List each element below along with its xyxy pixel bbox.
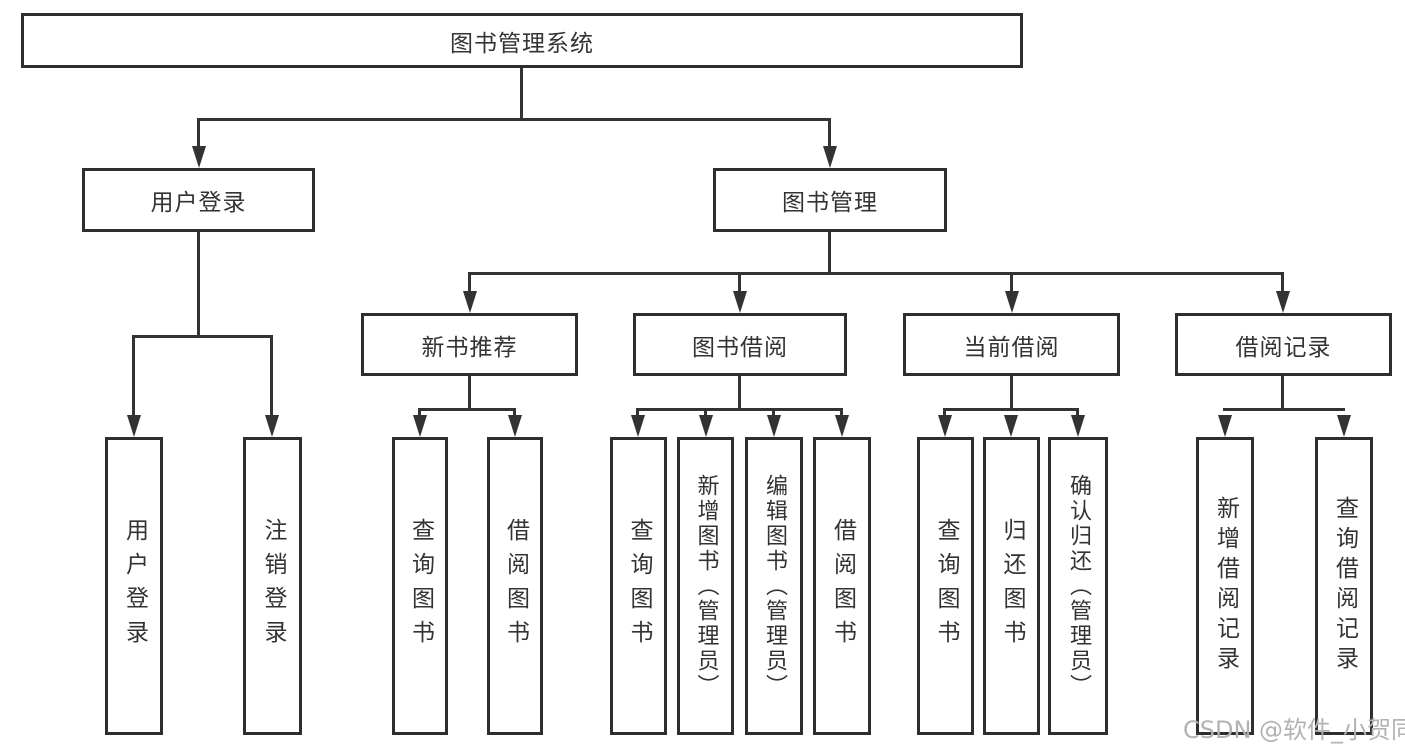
leaf-label: 查询借阅记录 bbox=[1331, 496, 1358, 676]
arrow-down-icon bbox=[265, 415, 279, 437]
arrow-down-icon bbox=[733, 291, 747, 313]
arrow-down-icon bbox=[823, 146, 837, 168]
leaf-logout: 注销登录 bbox=[243, 437, 302, 735]
node-new-book-recommend: 新书推荐 bbox=[361, 313, 578, 376]
arrow-down-icon bbox=[1218, 415, 1232, 437]
arrow-down-icon bbox=[1005, 291, 1019, 313]
arrow-down-icon bbox=[767, 415, 781, 437]
leaf-edit-books-admin: 编辑图书（管理员） bbox=[745, 437, 803, 735]
leaf-label: 查询图书 bbox=[933, 518, 959, 654]
connector-book-mgmt-down bbox=[828, 232, 831, 274]
connector-stub bbox=[197, 119, 200, 148]
leaf-query-books-borrow: 查询图书 bbox=[610, 437, 667, 735]
leaf-confirm-return-admin: 确认归还（管理员） bbox=[1048, 437, 1108, 735]
arrow-down-icon bbox=[192, 146, 206, 168]
connector-stub bbox=[468, 273, 471, 293]
arrow-down-icon bbox=[463, 291, 477, 313]
leaf-borrow-books-recommend: 借阅图书 bbox=[487, 437, 543, 735]
node-borrowing-records: 借阅记录 bbox=[1175, 313, 1392, 376]
leaf-label: 查询图书 bbox=[407, 518, 434, 654]
leaf-label: 查询图书 bbox=[626, 518, 652, 654]
arrow-down-icon bbox=[127, 415, 141, 437]
leaf-label: 借阅图书 bbox=[829, 518, 856, 654]
connector-stub bbox=[1281, 273, 1284, 293]
node-current-borrowing: 当前借阅 bbox=[903, 313, 1120, 376]
connector-user-login-down bbox=[197, 232, 200, 337]
connector-stub bbox=[828, 119, 831, 148]
arrow-down-icon bbox=[1276, 291, 1290, 313]
arrow-down-icon bbox=[1337, 415, 1351, 437]
node-user-login: 用户登录 bbox=[82, 168, 315, 232]
leaf-borrow-books: 借阅图书 bbox=[813, 437, 871, 735]
leaf-return-books: 归还图书 bbox=[983, 437, 1040, 735]
connector-stub bbox=[1010, 273, 1013, 293]
connector-stub bbox=[704, 409, 707, 418]
connector-down bbox=[738, 376, 741, 410]
arrow-down-icon bbox=[699, 415, 713, 437]
connector-down bbox=[468, 376, 471, 410]
node-book-borrowing: 图书借阅 bbox=[633, 313, 847, 376]
connector-stub bbox=[418, 409, 421, 418]
arrow-down-icon bbox=[631, 415, 645, 437]
connector-stub bbox=[1076, 409, 1079, 418]
leaf-query-books-recommend: 查询图书 bbox=[392, 437, 448, 735]
arrow-down-icon bbox=[1004, 415, 1018, 437]
connector-stub bbox=[132, 336, 135, 417]
connector-stub bbox=[513, 409, 516, 418]
connector-stub bbox=[943, 409, 946, 418]
arrow-down-icon bbox=[1071, 415, 1085, 437]
connector-stub bbox=[840, 409, 843, 418]
connector-level3-branch bbox=[468, 272, 1284, 275]
connector-stub bbox=[270, 336, 273, 417]
arrow-down-icon bbox=[938, 415, 952, 437]
connector-branch bbox=[636, 408, 843, 411]
connector-level2-branch bbox=[197, 118, 831, 121]
connector-branch bbox=[418, 408, 516, 411]
connector-down bbox=[1281, 376, 1284, 410]
watermark: CSDN @软件_小贺同学 bbox=[1183, 716, 1405, 744]
leaf-query-borrow-record: 查询借阅记录 bbox=[1315, 437, 1373, 735]
connector-stub bbox=[738, 273, 741, 293]
leaf-label: 新增图书（管理员） bbox=[693, 473, 719, 699]
connector-branch bbox=[943, 408, 1079, 411]
leaf-label: 编辑图书（管理员） bbox=[762, 473, 787, 699]
leaf-query-books-current: 查询图书 bbox=[917, 437, 974, 735]
leaf-add-borrow-record: 新增借阅记录 bbox=[1196, 437, 1254, 735]
leaf-label: 用户登录 bbox=[121, 518, 148, 654]
connector-root-down bbox=[520, 68, 523, 120]
node-book-management: 图书管理 bbox=[713, 168, 947, 232]
leaf-label: 归还图书 bbox=[999, 518, 1025, 654]
connector-stub bbox=[636, 409, 639, 418]
arrow-down-icon bbox=[508, 415, 522, 437]
connector-down bbox=[1010, 376, 1013, 410]
connector-branch bbox=[1223, 408, 1345, 411]
leaf-label: 注销登录 bbox=[260, 518, 286, 654]
arrow-down-icon bbox=[413, 415, 427, 437]
leaf-label: 确认归还（管理员） bbox=[1066, 473, 1091, 699]
leaf-label: 借阅图书 bbox=[502, 518, 529, 654]
arrow-down-icon bbox=[835, 415, 849, 437]
connector-user-login-branch bbox=[132, 335, 273, 338]
leaf-user-login: 用户登录 bbox=[105, 437, 163, 735]
leaf-label: 新增借阅记录 bbox=[1212, 496, 1239, 676]
connector-stub bbox=[772, 409, 775, 418]
node-root: 图书管理系统 bbox=[21, 13, 1023, 68]
leaf-add-books-admin: 新增图书（管理员） bbox=[677, 437, 734, 735]
